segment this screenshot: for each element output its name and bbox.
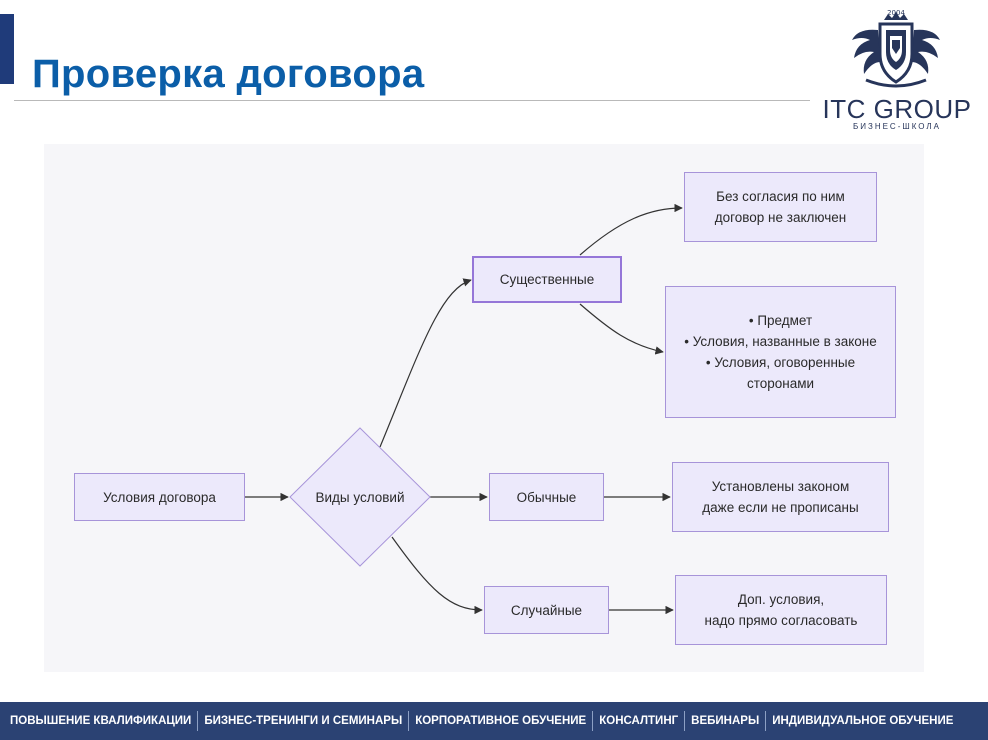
node-contract-terms: Условия договора xyxy=(74,473,245,521)
footer-link-trainings[interactable]: Бизнес-тренинги и семинары xyxy=(198,711,410,731)
node-essential-label: Существенные xyxy=(499,272,595,287)
footer-link-corporate[interactable]: Корпоративное обучение xyxy=(409,711,594,731)
edge-essential-to-list xyxy=(579,303,664,355)
page-title: Проверка договора xyxy=(32,52,425,96)
footer-link-consulting[interactable]: Консалтинг xyxy=(593,711,686,731)
logo-subtitle: БИЗНЕС-ШКОЛА xyxy=(852,122,941,131)
footer-nav: Повышение квалификации Бизнес-тренинги и… xyxy=(0,702,988,740)
crest-icon: 2004 xyxy=(852,9,940,88)
edge-types-to-essential xyxy=(379,278,472,448)
list-item: Условия, оговоренные сторонами xyxy=(666,352,895,394)
node-random-note: Доп. условия, надо прямо согласовать xyxy=(675,575,887,645)
title-divider xyxy=(14,100,810,101)
essential-bullet-list: Предмет Условия, названные в законе Усло… xyxy=(666,310,895,394)
edge-essential-to-note xyxy=(579,203,683,256)
node-essential-note-label: Без согласия по ним договор не заключен xyxy=(714,189,847,225)
node-term-types-label: Виды условий xyxy=(315,489,405,505)
node-random: Случайные xyxy=(484,586,609,634)
list-item: Предмет xyxy=(666,310,895,331)
node-random-note-label: Доп. условия, надо прямо согласовать xyxy=(704,592,858,628)
logo-name: ITC GROUP xyxy=(822,94,972,124)
title-accent-bar xyxy=(0,14,14,84)
node-contract-terms-label: Условия договора xyxy=(103,489,216,505)
node-ordinary-note: Установлены законом даже если не прописа… xyxy=(672,462,889,532)
node-essential-list: Предмет Условия, названные в законе Усло… xyxy=(665,286,896,418)
node-ordinary-label: Обычные xyxy=(516,489,577,505)
footer-link-qualification[interactable]: Повышение квалификации xyxy=(4,711,199,731)
list-item: Условия, названные в законе xyxy=(666,331,895,352)
node-term-types-shape xyxy=(289,427,431,567)
node-random-label: Случайные xyxy=(510,602,583,618)
node-essential-note: Без согласия по ним договор не заключен xyxy=(684,172,877,242)
footer-link-individual[interactable]: Индивидуальное обучение xyxy=(772,715,954,727)
node-ordinary: Обычные xyxy=(489,473,604,521)
node-essential: Существенные xyxy=(472,256,622,303)
edge-types-to-random xyxy=(391,536,483,615)
itc-group-logo: 2004 ITC GROUP БИЗНЕС-ШКОЛА xyxy=(822,6,972,131)
node-ordinary-note-label: Установлены законом даже если не прописа… xyxy=(702,479,859,515)
footer-link-webinars[interactable]: Вебинары xyxy=(685,711,767,731)
